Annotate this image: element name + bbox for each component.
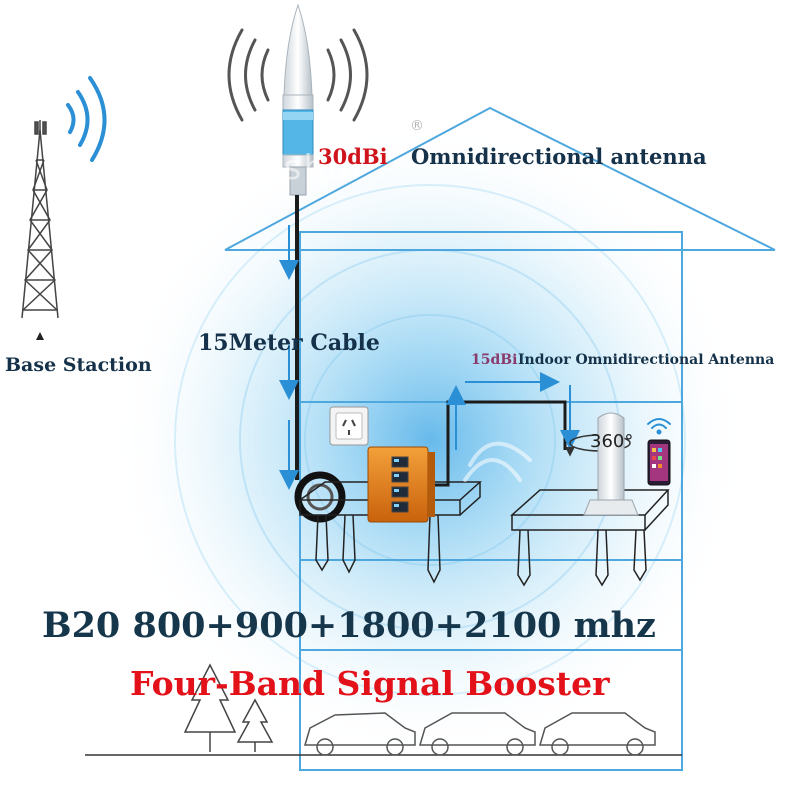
coverage-glow xyxy=(110,120,750,760)
watermark-brand: Anshdi xyxy=(235,148,363,188)
tree-icon xyxy=(183,663,274,752)
frequency-bands-headline: B20 800+900+1800+2100 mhz xyxy=(42,605,656,646)
wifi-icon xyxy=(647,418,671,435)
signal-waves-icon xyxy=(66,76,107,162)
indoor-antenna-icon xyxy=(583,412,639,516)
house-outline xyxy=(224,106,776,771)
indoor-antenna-gain: 15dBi xyxy=(471,352,518,368)
booster-table xyxy=(297,481,482,584)
power-socket-icon xyxy=(329,406,369,446)
product-title: Four-Band Signal Booster xyxy=(130,664,610,703)
coaxial-cable xyxy=(279,195,299,490)
outdoor-antenna-gain: 30dBi xyxy=(318,144,388,169)
antenna-waves-icon xyxy=(227,28,369,122)
smartphone-icon xyxy=(647,439,671,486)
watermark-logo-icon xyxy=(463,441,532,482)
rotation-label: 360° xyxy=(590,431,634,452)
omnidirectional-antenna-icon xyxy=(282,3,314,196)
base-station-label: Base Staction xyxy=(5,354,152,376)
cell-tower-icon xyxy=(21,120,59,319)
signal-booster-icon xyxy=(367,446,435,523)
outdoor-antenna-label: Omnidirectional antenna xyxy=(411,144,707,169)
base-station-marker-icon xyxy=(36,332,44,340)
cable-label: 15Meter Cable xyxy=(198,330,380,356)
watermark-reg-mark: ® xyxy=(410,118,424,134)
indoor-cable xyxy=(435,372,580,487)
car-icon xyxy=(303,712,656,756)
indoor-antenna-label: Indoor Omnidirectional Antenna xyxy=(518,352,775,368)
